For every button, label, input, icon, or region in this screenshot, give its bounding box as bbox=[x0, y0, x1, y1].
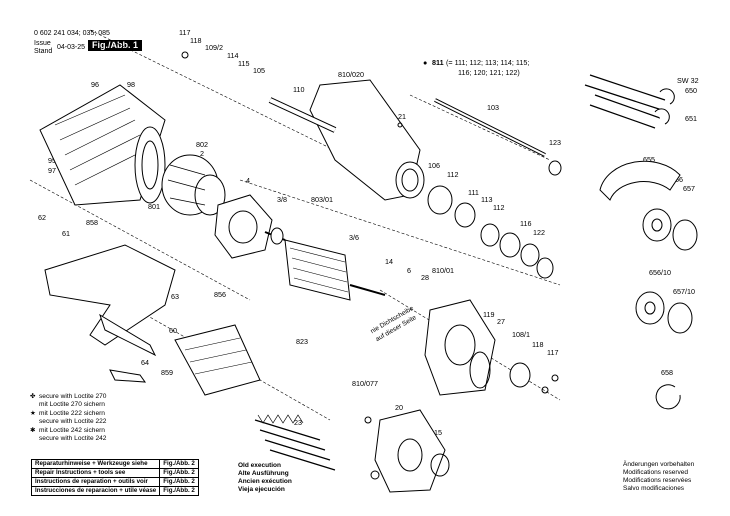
modifications-note: Änderungen vorbehalten Modifications res… bbox=[623, 461, 695, 492]
loctite-symbol-270: ✤ bbox=[30, 393, 36, 400]
callout: 856 bbox=[214, 290, 226, 299]
spindle bbox=[434, 98, 562, 176]
callout: 105 bbox=[253, 66, 265, 75]
callout: 106 bbox=[428, 161, 440, 170]
loctite-270-de: mit Loctite 270 sichern bbox=[39, 401, 105, 408]
figure-label: Fig./Abb. 1 bbox=[88, 40, 142, 51]
callout: 810/020 bbox=[338, 70, 364, 79]
callout: 108/1 bbox=[512, 330, 530, 339]
kit-note-code: 811 bbox=[432, 58, 444, 67]
callout: 810/077 bbox=[352, 379, 378, 388]
callout: 64 bbox=[141, 358, 149, 367]
loctite-222-en: secure with Loctite 222 bbox=[39, 418, 107, 425]
callout: 28 bbox=[421, 273, 429, 282]
callout: 62 bbox=[38, 213, 46, 222]
callout: 95 bbox=[48, 156, 56, 165]
callout: 21 bbox=[398, 112, 406, 121]
callout: 6 bbox=[407, 266, 411, 275]
wrench-size: SW 32 bbox=[677, 76, 699, 85]
callout: 116 bbox=[520, 219, 532, 228]
callout: 859 bbox=[161, 368, 173, 377]
callout: 114 bbox=[227, 51, 239, 60]
bearing-flange bbox=[214, 194, 273, 259]
kit-note-line1: (= 111; 112; 113; 114; 115; bbox=[446, 58, 530, 67]
gear-housing bbox=[268, 79, 425, 201]
kit-note-bullet: ● bbox=[423, 58, 428, 67]
wheel-guard bbox=[599, 160, 698, 410]
callout: 61 bbox=[62, 229, 70, 238]
callout: 27 bbox=[497, 317, 505, 326]
loctite-242-en: secure with Loctite 242 bbox=[39, 435, 107, 442]
callout: 657/10 bbox=[673, 287, 695, 296]
field-coil bbox=[161, 154, 226, 216]
callout: 14 bbox=[385, 257, 393, 266]
loctite-222-de: mit Loctite 222 sichern bbox=[39, 410, 105, 417]
callout: 3/8 bbox=[277, 195, 287, 204]
callout: 20 bbox=[395, 403, 403, 412]
fasteners bbox=[181, 51, 559, 480]
callout: 15 bbox=[434, 428, 442, 437]
callout: 96 bbox=[91, 80, 99, 89]
stand-label: Stand bbox=[34, 48, 53, 55]
callout: 111 bbox=[468, 188, 479, 197]
callout: 109/2 bbox=[205, 43, 223, 52]
callout: 656/10 bbox=[649, 268, 671, 277]
callout: 113 bbox=[481, 195, 493, 204]
callout: 858 bbox=[86, 218, 98, 227]
callout: 23 bbox=[294, 418, 302, 427]
callout: 651 bbox=[685, 114, 697, 123]
callout: 112 bbox=[447, 170, 459, 179]
callout: 118 bbox=[190, 36, 202, 45]
callout: 110 bbox=[293, 85, 305, 94]
callout: 118 bbox=[532, 340, 544, 349]
callout: 3/6 bbox=[349, 233, 359, 242]
loctite-242-de: mit Loctite 242 sichern bbox=[39, 427, 105, 434]
callout: 112 bbox=[493, 203, 505, 212]
callout: 802 bbox=[196, 140, 208, 149]
callout: 97 bbox=[48, 166, 56, 175]
loctite-symbol-242: ✱ bbox=[30, 427, 36, 434]
kit-note-line2: 116; 120; 121; 122) bbox=[458, 68, 520, 77]
callout: 803/01 bbox=[311, 195, 333, 204]
callout: 98 bbox=[127, 80, 135, 89]
callout: 4 bbox=[246, 176, 250, 185]
loctite-270-en: secure with Loctite 270 bbox=[39, 393, 107, 400]
callout: 657 bbox=[683, 184, 695, 193]
callout: 117 bbox=[179, 28, 191, 37]
callout: 115 bbox=[238, 59, 250, 68]
callout: 655 bbox=[643, 155, 655, 164]
spring-set bbox=[254, 414, 336, 471]
motor-housing bbox=[39, 84, 166, 206]
loctite-symbol-222: ★ bbox=[30, 410, 36, 417]
part-number: 0 602 241 034; 035; 085 bbox=[34, 30, 110, 37]
issue-label: Issue bbox=[34, 40, 51, 47]
switch-handle bbox=[44, 244, 176, 383]
callout: 63 bbox=[171, 292, 179, 301]
wrenches bbox=[584, 74, 675, 129]
callout: 123 bbox=[549, 138, 561, 147]
bearing-stack bbox=[427, 185, 554, 279]
callout: 119 bbox=[483, 310, 495, 319]
callout: 801 bbox=[148, 202, 160, 211]
old-execution-note: Old execution Alte Ausführung Ancien exé… bbox=[238, 462, 292, 493]
table-row: Instrucciones de reparacion + utile véas… bbox=[30, 486, 199, 496]
callout: 650 bbox=[685, 86, 697, 95]
callout: 117 bbox=[547, 348, 559, 357]
callout: 103 bbox=[487, 103, 499, 112]
callout: 122 bbox=[533, 228, 545, 237]
switch-assembly bbox=[174, 324, 261, 396]
issue-date: 04-03-25 bbox=[57, 44, 86, 51]
gear-flange bbox=[374, 299, 531, 493]
callout: 823 bbox=[296, 337, 308, 346]
callout: 810/01 bbox=[432, 266, 454, 275]
callout: 2 bbox=[200, 149, 204, 158]
assembly-axes bbox=[29, 29, 561, 421]
armature bbox=[264, 227, 386, 301]
callout: 658 bbox=[661, 368, 673, 377]
